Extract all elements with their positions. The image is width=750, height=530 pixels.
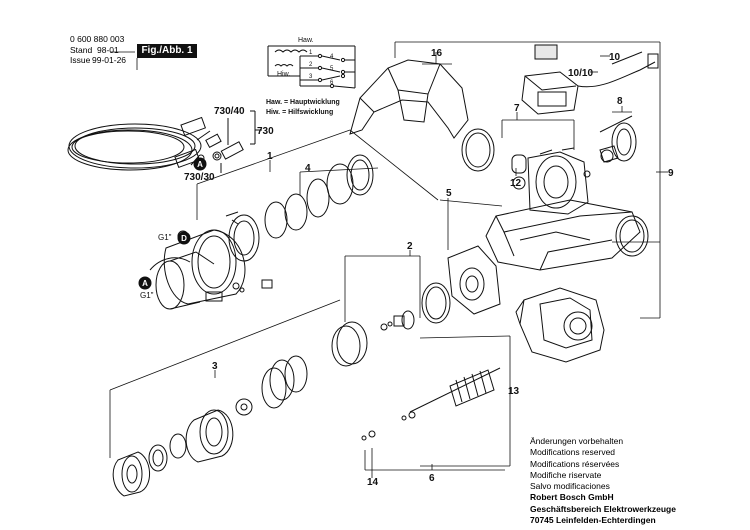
motor-core-12: [461, 128, 589, 215]
label-9: 9: [668, 168, 674, 179]
label-13: 13: [508, 386, 520, 397]
switch-box-10: [521, 44, 659, 115]
hose-couplings: [197, 110, 262, 173]
label-7: 7: [514, 103, 520, 114]
label-8: 8: [617, 96, 623, 107]
wiring-hiw-tag: Hiw.: [277, 71, 290, 78]
shaft-seal-2: [331, 310, 415, 367]
badge-a-hose: [193, 157, 207, 171]
label-16: 16: [431, 48, 443, 59]
figure-label: Fig./Abb. 1: [137, 44, 197, 58]
badge-d-letter: D: [181, 234, 187, 243]
terminal-4: 4: [330, 54, 334, 60]
label-730-30: 730/30: [184, 172, 215, 183]
badge-a-pump: [138, 276, 152, 290]
leader-lines: [109, 41, 668, 478]
fan-8: [583, 115, 637, 178]
rotor-shaft-6: [361, 367, 501, 441]
motor-cover-16: [349, 59, 469, 139]
label-2: 2: [407, 241, 413, 252]
stand-value: 98-01: [97, 45, 119, 55]
note-line-5: Salvo modificaciones: [530, 481, 610, 492]
wiring-haw-desc: Haw. = Hauptwicklung: [266, 99, 340, 106]
pump-head-1: [149, 229, 246, 310]
terminal-2: 2: [309, 62, 313, 68]
label-1: 1: [267, 151, 273, 162]
company-name: Robert Bosch GmbH: [530, 492, 614, 503]
footer-notes: Änderungen vorbehalten Modifications res…: [530, 436, 676, 526]
label-g1-top: G1": [158, 233, 172, 242]
stand-label: Stand: [70, 45, 93, 55]
motor-base-9: [485, 199, 649, 271]
label-5: 5: [446, 188, 452, 199]
company-division: Geschäftsbereich Elektrowerkzeuge: [530, 503, 676, 514]
issue-value: 99-01-26: [92, 55, 127, 65]
label-730-40: 730/40: [214, 106, 245, 117]
company-address: 70745 Leinfelden-Echterdingen: [530, 515, 656, 526]
label-14: 14: [367, 477, 379, 488]
wiring-schematic: [267, 45, 356, 89]
badge-a-pump-letter: A: [142, 279, 148, 288]
impeller-assembly-3: [112, 355, 308, 497]
note-line-3: Modifications réservées: [530, 458, 620, 469]
diffuser-stack-4: [225, 154, 374, 262]
motor-end-shield: [515, 287, 605, 363]
wiring-haw-tag: Haw.: [298, 37, 314, 44]
label-g1-bottom: G1": [140, 291, 154, 300]
badge-d: [177, 231, 191, 245]
label-3: 3: [212, 361, 218, 372]
plug-fittings: [205, 279, 273, 302]
note-line-1: Änderungen vorbehalten: [530, 436, 624, 446]
note-line-2: Modifications reserved: [530, 447, 616, 458]
label-10: 10: [609, 52, 621, 63]
note-line-4: Modifiche riservate: [530, 469, 602, 480]
part-number: 0 600 880 003: [70, 34, 125, 44]
terminal-1: 1: [309, 50, 313, 56]
label-10-10: 10/10: [568, 68, 593, 79]
label-4: 4: [305, 163, 311, 174]
wiring-hiw-desc: Hiw. = Hilfswicklung: [266, 109, 333, 116]
pump-flange-5: [421, 245, 501, 324]
issue-label: Issue: [70, 55, 91, 65]
terminal-5: 5: [330, 66, 334, 72]
label-6: 6: [429, 473, 435, 484]
hose-730: [67, 116, 211, 171]
terminal-6: 6: [330, 80, 334, 86]
label-12: 12: [510, 178, 522, 189]
terminal-3: 3: [309, 74, 313, 80]
label-730: 730: [257, 126, 274, 137]
badge-a-hose-letter: A: [197, 160, 203, 169]
